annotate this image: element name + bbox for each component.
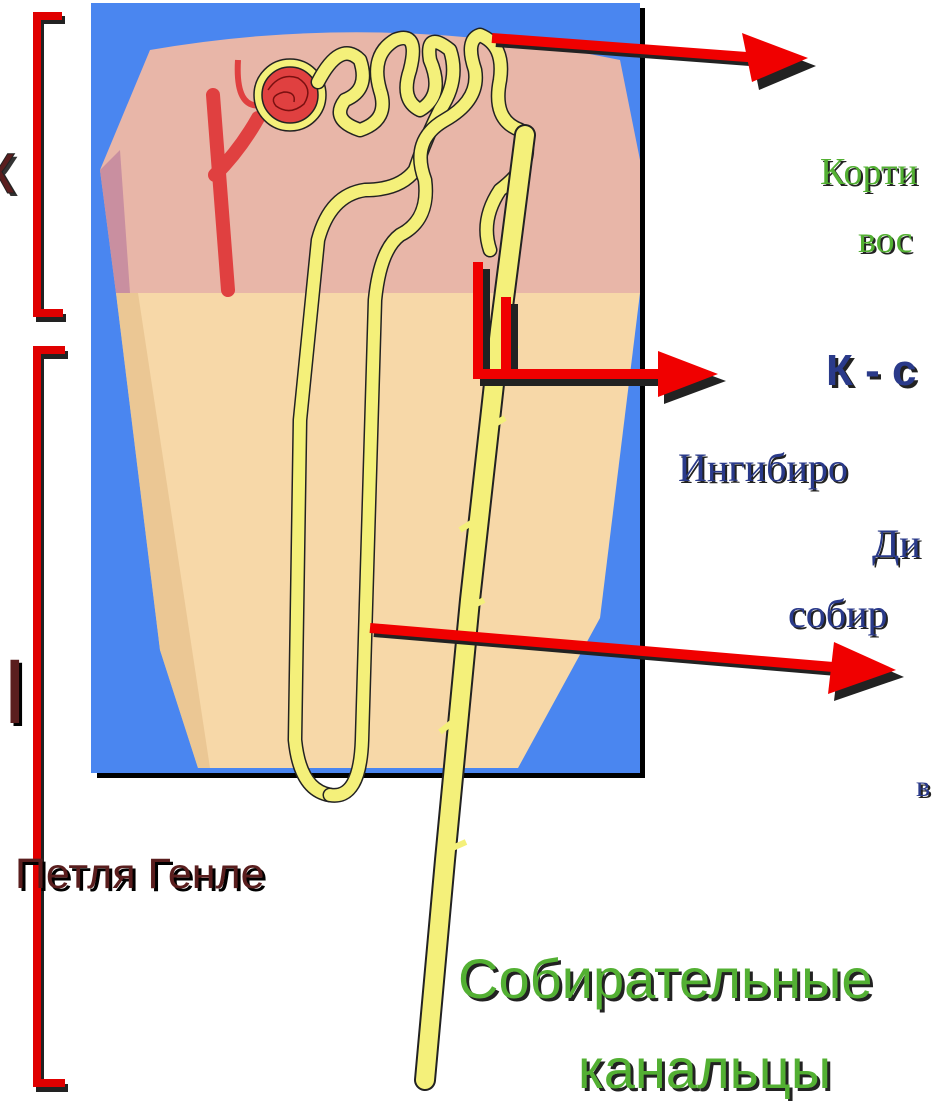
loop-of-henle-label: Петля Генле xyxy=(15,850,265,899)
cortical-label: Корти xyxy=(820,150,918,194)
di-label: Ди xyxy=(872,520,921,567)
reabsorption-label: вос xyxy=(858,218,913,262)
side-letter-mid: I xyxy=(2,640,28,745)
collecting-ducts-label-line2: канальцы xyxy=(578,1036,831,1101)
collecting-ducts-label-line1: Собирательные xyxy=(458,946,872,1011)
small-fragment-label: в xyxy=(916,770,930,804)
side-letter-top: к xyxy=(0,125,14,210)
collecting-label: собир xyxy=(788,590,888,637)
medulla-bracket-shadow xyxy=(40,355,68,1088)
cortex-bracket-shadow xyxy=(40,20,66,318)
k-sparing-heading: К - с xyxy=(826,346,916,396)
glomerulus xyxy=(262,67,318,123)
inhibitor-label: Ингибиро xyxy=(678,444,848,491)
cortex-bracket xyxy=(37,16,63,313)
